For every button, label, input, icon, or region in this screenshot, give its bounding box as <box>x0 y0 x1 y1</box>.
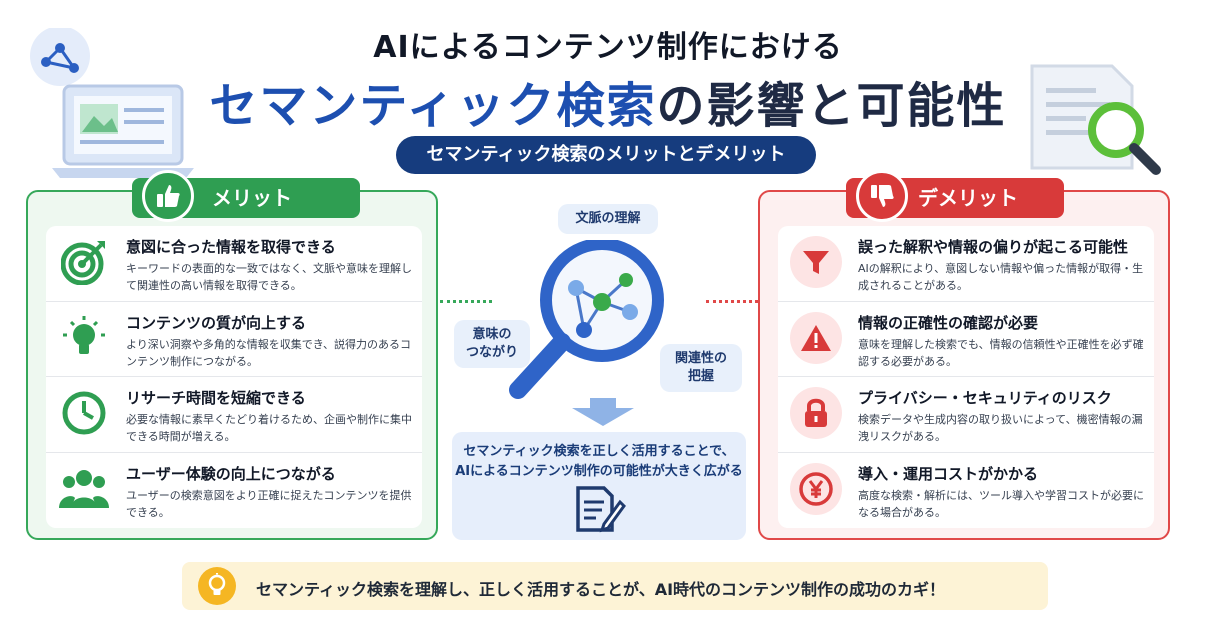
merit-item-title: 意図に合った情報を取得できる <box>126 238 336 256</box>
demerit-heading-label: デメリット <box>918 186 1018 210</box>
demerit-item-title: 情報の正確性の確認が必要 <box>858 313 1039 332</box>
demerit-item-desc: AIの解釈により、意図しない情報や偏った情報が取得・生成されることがある。 <box>858 262 1144 292</box>
semantic-search-magnifier-icon <box>509 240 664 399</box>
merit-item: 意図に合った情報を取得できる キーワードの表面的な一致ではなく、文脈や意味を理解… <box>46 226 422 302</box>
center-summary-box: セマンティック検索を正しく活用することで、 AIによるコンテンツ制作の可能性が大… <box>452 432 746 540</box>
arrow-down-icon <box>572 398 634 426</box>
demerit-item: 導入・運用コストがかかる 高度な検索・解析には、ツール導入や学習コストが必要にな… <box>778 453 1154 529</box>
warning-icon <box>790 311 842 364</box>
demerit-item-title: プライバシー・セキュリティのリスク <box>858 389 1112 407</box>
clock-icon <box>58 387 110 439</box>
page-title-line1: AIによるコンテンツ制作における <box>373 30 843 65</box>
merit-item-title: コンテンツの質が向上する <box>126 313 307 332</box>
demerit-item: 誤った解釈や情報の偏りが起こる可能性 AIの解釈により、意図しない情報や偏った情… <box>778 226 1154 302</box>
demerit-item-desc: 検索データや生成内容の取り扱いによって、機密情報の漏洩リスクがある。 <box>858 413 1143 443</box>
demerit-item-title: 導入・運用コストがかかる <box>858 464 1039 483</box>
merit-item-title: ユーザー体験の向上につながる <box>126 464 336 483</box>
merit-list: 意図に合った情報を取得できる キーワードの表面的な一致ではなく、文脈や意味を理解… <box>46 226 422 528</box>
subtitle-pill: セマンティック検索のメリットとデメリット <box>396 136 816 174</box>
thumbs-up-icon <box>142 170 194 222</box>
lock-icon <box>790 387 842 439</box>
demerit-item: プライバシー・セキュリティのリスク 検索データや生成内容の取り扱いによって、機密… <box>778 377 1154 453</box>
demerit-item-desc: 高度な検索・解析には、ツール導入や学習コストが必要になる場合がある。 <box>858 488 1144 519</box>
demerit-panel: デメリット 誤った解釈や情報の偏りが起こる可能性 AIの解釈により、意図しない情… <box>758 170 1170 540</box>
demerit-list: 誤った解釈や情報の偏りが起こる可能性 AIの解釈により、意図しない情報や偏った情… <box>778 226 1154 528</box>
document-edit-icon <box>576 486 626 533</box>
funnel-icon <box>790 236 842 288</box>
target-icon <box>58 236 110 288</box>
merit-item: リサーチ時間を短縮できる 必要な情報に素早くたどり着けるため、企画や制作に集中で… <box>46 377 422 453</box>
demerit-item-desc: 意味を理解した検索でも、情報の信頼性や正確性を必ず確認する必要がある。 <box>858 337 1144 368</box>
users-icon <box>58 463 110 515</box>
page-title-main: セマンティック検索の影響と可能性 <box>0 66 1216 136</box>
merit-connector <box>440 300 492 303</box>
lightbulb-icon <box>198 567 236 605</box>
merit-item-title: リサーチ時間を短縮できる <box>126 389 306 407</box>
yen-icon <box>790 462 842 515</box>
footer-text: セマンティック検索を理解し、正しく活用することが、AI時代のコンテンツ制作の成功… <box>256 580 946 599</box>
merit-item-desc: より深い洞察や多角的な情報を収集でき、説得力のあるコンテンツ制作につながる。 <box>126 337 412 368</box>
demerit-item: 情報の正確性の確認が必要 意味を理解した検索でも、情報の信頼性や正確性を必ず確認… <box>778 302 1154 377</box>
bubble-context-understanding: 文脈の理解 <box>558 204 658 234</box>
footer-banner: セマンティック検索を理解し、正しく活用することが、AI時代のコンテンツ制作の成功… <box>182 562 1048 610</box>
merit-item: ユーザー体験の向上につながる ユーザーの検索意図をより正確に捉えたコンテンツを提… <box>46 453 422 529</box>
merit-heading: メリット <box>132 170 360 222</box>
merit-item-desc: 必要な情報に素早くたどり着けるため、企画や制作に集中できる時間が増える。 <box>126 413 412 443</box>
merit-item-desc: キーワードの表面的な一致ではなく、文脈や意味を理解して関連性の高い情報を取得でき… <box>126 262 412 292</box>
thumbs-down-icon <box>856 170 908 222</box>
demerit-heading: デメリット <box>846 170 1064 222</box>
document-search-icon <box>1030 64 1161 175</box>
demerit-item-title: 誤った解釈や情報の偏りが起こる可能性 <box>858 238 1129 256</box>
bubble-meaning-connection: 意味の つながり <box>454 320 530 368</box>
lightbulb-icon <box>58 312 110 364</box>
center-summary-line2: AIによるコンテンツ制作の可能性が大きく広がる <box>455 464 743 479</box>
bubble-relevance-grasp: 関連性の 把握 <box>660 344 742 392</box>
merit-item: コンテンツの質が向上する より深い洞察や多角的な情報を収集でき、説得力のあるコン… <box>46 302 422 377</box>
merit-panel: メリット 意図に合った情報を取得できる キーワードの表面的な一致ではなく、文脈や… <box>26 170 438 540</box>
merit-item-desc: ユーザーの検索意図をより正確に捉えたコンテンツを提供できる。 <box>126 488 412 519</box>
page-title-highlight: セマンティック検索 <box>209 78 657 134</box>
merit-heading-label: メリット <box>212 186 292 210</box>
demerit-connector <box>706 300 758 303</box>
page-title-rest: の影響と可能性 <box>656 78 1007 134</box>
center-summary-line1: セマンティック検索を正しく活用することで、 <box>463 444 735 459</box>
